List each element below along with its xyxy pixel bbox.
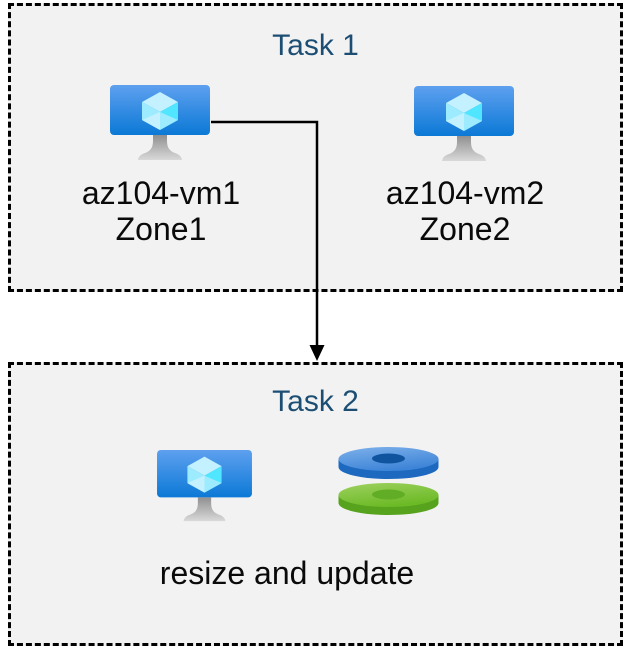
- task2-title: Task 2: [272, 385, 359, 418]
- virtual-machine-icon: [110, 85, 210, 160]
- vm-zone-label: Zone2: [419, 211, 511, 247]
- virtual-machine-icon: [157, 449, 252, 522]
- task2-caption: resize and update: [159, 555, 415, 591]
- vm-name-label: az104-vm1: [81, 175, 241, 211]
- task2-box: [8, 362, 623, 646]
- vm-zone-label: Zone1: [115, 211, 207, 247]
- vm1-label-group: az104-vm1 Zone1: [61, 175, 261, 247]
- vm-name-label: az104-vm2: [385, 175, 545, 211]
- virtual-machine-icon: [414, 86, 514, 161]
- task1-title: Task 1: [272, 29, 359, 62]
- disks-icon: [338, 447, 439, 515]
- vm2-label-group: az104-vm2 Zone2: [365, 175, 565, 247]
